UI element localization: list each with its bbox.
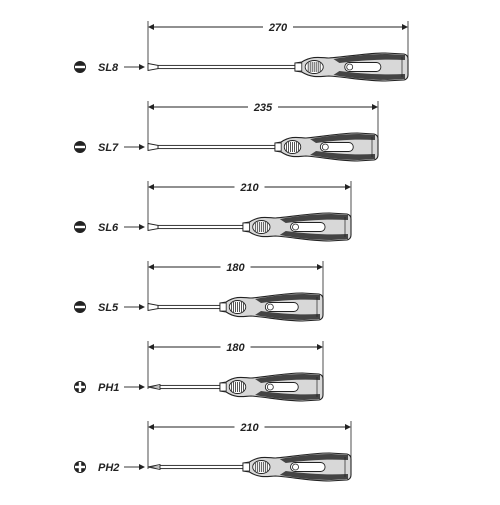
dimension-label: 210 [239,182,259,194]
slotted-tip-icon [74,301,86,313]
handle [242,452,352,482]
dimension-label: 180 [226,262,245,274]
shaft [157,464,246,470]
pointer-arrow-icon [139,224,145,230]
tool-label: PH2 [98,462,119,474]
dimension-label-bg [263,19,293,33]
shaft [157,64,298,70]
phillips-tip-icon [74,381,86,393]
dimension-arrow-left-icon [148,24,154,30]
dimension-label-bg [234,179,265,193]
handle [274,132,379,162]
slotted-tip-icon [74,141,86,153]
tool-label: PH1 [98,382,119,394]
slotted-tip-icon [74,61,86,73]
dimension-arrow-left-icon [148,184,154,190]
dimension-label-bg [220,339,251,353]
dimension-label: 270 [268,22,288,34]
dimension-label: 235 [253,102,273,114]
handle [242,212,352,242]
dimension-arrow-right-icon [317,344,323,350]
dimension-arrow-right-icon [345,184,351,190]
handle [219,292,324,322]
shaft [157,384,223,390]
dimension-label: 180 [226,342,245,354]
slotted-blade [147,222,159,232]
pointer-arrow-icon [139,464,145,470]
shaft [157,304,223,310]
phillips-tip-icon [74,461,86,473]
dimension-label: 210 [239,422,259,434]
shaft [157,224,246,230]
dimension-arrow-right-icon [317,264,323,270]
dimension-arrow-left-icon [148,424,154,430]
tool-label: SL5 [98,302,119,314]
dimension-arrow-left-icon [148,104,154,110]
dimension-label-bg [234,419,265,433]
dimension-arrow-right-icon [345,424,351,430]
dimension-label-bg [220,259,251,273]
handle [219,372,324,402]
shaft [157,144,278,150]
dimension-arrow-left-icon [148,264,154,270]
dimension-arrow-right-icon [372,104,378,110]
dimension-label-bg [248,99,278,113]
handle [294,52,409,82]
dimension-arrow-right-icon [402,24,408,30]
slotted-blade [147,302,159,312]
slotted-tip-icon [74,221,86,233]
dimension-arrow-left-icon [148,344,154,350]
tool-label: SL7 [98,142,119,154]
pointer-arrow-icon [139,64,145,70]
slotted-blade [147,62,159,72]
slotted-blade [147,142,159,152]
pointer-arrow-icon [139,304,145,310]
tool-label: SL6 [98,222,119,234]
pointer-arrow-icon [139,144,145,150]
pointer-arrow-icon [139,384,145,390]
tool-label: SL8 [98,62,119,74]
